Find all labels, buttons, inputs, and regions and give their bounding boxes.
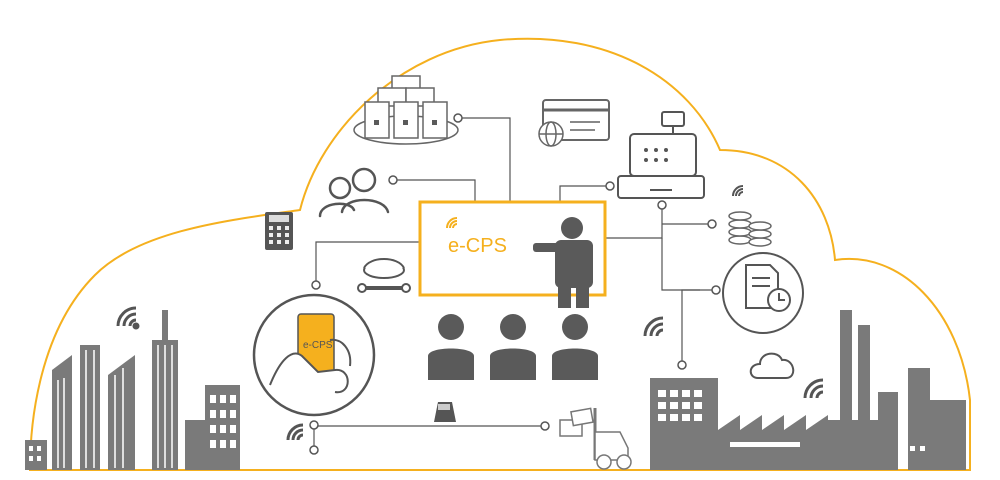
cash-register-icon: [617, 111, 705, 199]
ecps-center-box: e-CPS: [418, 200, 607, 308]
wifi-icon: [286, 423, 304, 441]
phone-label: e-CPS: [303, 340, 333, 351]
users-icon: [318, 167, 390, 218]
wifi-icon: [732, 185, 744, 197]
globe-icon: [538, 121, 564, 147]
wifi-icon: [116, 306, 140, 330]
connection-lines: [313, 117, 716, 450]
document-clock-icon: [722, 252, 804, 334]
cloud-outline: [28, 37, 971, 471]
audience-icon: [428, 314, 598, 380]
factory-skyline-right: [650, 310, 966, 470]
center-label: e-CPS: [448, 235, 507, 257]
wifi-icon: [803, 378, 824, 399]
credit-card-icon: [538, 99, 610, 147]
wifi-icon: [446, 217, 458, 229]
scanner-icon: [434, 402, 456, 422]
wifi-icon: [643, 316, 664, 337]
cloud-icon: [749, 352, 795, 379]
coins-icon: [728, 185, 772, 247]
presenter-icon: [533, 217, 593, 308]
forklift-icon: [559, 407, 632, 470]
city-skyline-left: [25, 310, 240, 470]
mobile-hand-icon: e-CPS: [252, 293, 376, 417]
tools-icon: [357, 258, 411, 293]
connector-nodes: [309, 113, 721, 455]
server-stack-icon: [353, 75, 459, 145]
calculator-icon: [265, 212, 293, 250]
